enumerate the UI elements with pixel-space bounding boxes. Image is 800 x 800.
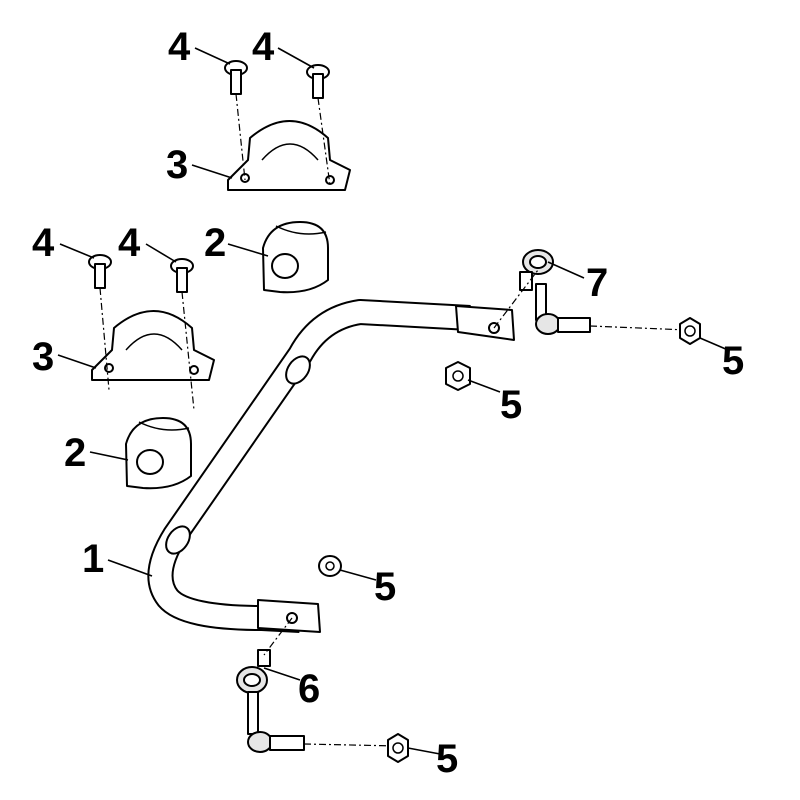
bushing-upper xyxy=(262,221,329,294)
nut-left-link xyxy=(387,733,409,763)
bolt-lower-right xyxy=(170,258,195,411)
callout-2: 2 xyxy=(64,431,86,475)
stabilizer-link-right xyxy=(493,249,689,335)
washer-bar-left xyxy=(318,555,342,577)
callout-4: 4 xyxy=(168,25,191,69)
callout-6: 6 xyxy=(298,667,320,711)
callout-3: 3 xyxy=(166,143,188,187)
callout-5: 5 xyxy=(722,339,744,383)
callout-5: 5 xyxy=(374,565,396,609)
stabilizer-link-left xyxy=(236,617,399,753)
leader-lines xyxy=(57,47,729,755)
stabilizer-bar xyxy=(147,299,515,633)
callout-labels: 4 4 3 4 4 2 3 2 1 7 5 5 5 6 5 xyxy=(32,25,744,781)
callout-7: 7 xyxy=(586,261,608,305)
callout-5: 5 xyxy=(500,383,522,427)
stabilizer-bar-fill xyxy=(149,301,471,631)
callout-2: 2 xyxy=(204,221,226,265)
nut-right-link xyxy=(679,317,701,345)
bar-end-right xyxy=(455,305,515,341)
bracket-lower xyxy=(91,310,215,381)
bar-collar-upper xyxy=(285,355,311,385)
bolt-upper-left xyxy=(224,60,248,181)
bolt-upper-right xyxy=(306,64,331,186)
bracket-upper xyxy=(227,120,351,191)
bar-collar-lower xyxy=(165,525,191,555)
callout-4: 4 xyxy=(32,221,55,265)
callout-4: 4 xyxy=(252,25,275,69)
bushing-lower xyxy=(125,417,192,490)
nut-bar-right xyxy=(445,361,471,391)
callout-5: 5 xyxy=(436,737,458,781)
callout-3: 3 xyxy=(32,335,54,379)
callout-1: 1 xyxy=(82,537,104,581)
callout-4: 4 xyxy=(118,221,141,265)
bolt-lower-left xyxy=(88,254,112,391)
